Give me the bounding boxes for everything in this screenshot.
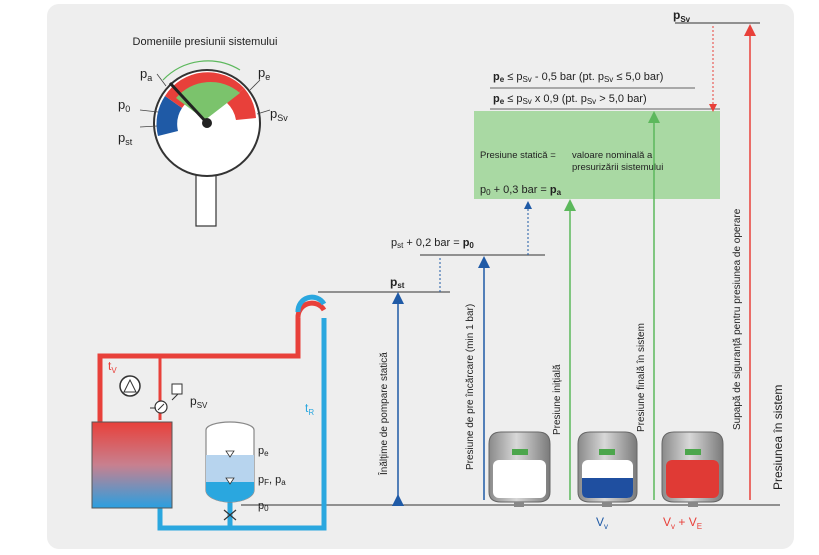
gauge-label-pst: pst — [118, 130, 133, 147]
label-safety-valve: Supapă de siguranță pentru presiunea de … — [732, 208, 743, 430]
gauge-green-sector — [176, 81, 240, 120]
pst-label: pst — [390, 275, 405, 290]
gauge-label-p0: p0 — [118, 97, 130, 114]
condition-1: pe ≤ pSv - 0,5 bar (pt. pSv ≤ 5,0 bar) — [493, 71, 663, 84]
tv-label: tV — [108, 359, 117, 375]
pressure-levels: pSv pe ≤ pSv - 0,5 bar (pt. pSv ≤ 5,0 ba… — [280, 8, 785, 506]
label-precharge: Presiune de pre încărcare (min 1 bar) — [465, 304, 476, 470]
gauge-title: Domeniile presiunii sistemului — [133, 36, 278, 48]
vessel-water — [206, 482, 254, 502]
p0-formula: pst + 0,2 bar = p0 — [391, 237, 474, 250]
vv-ve-label: Vv + VE — [663, 515, 702, 531]
static-pressure-value-1: valoare nominală a — [572, 150, 653, 161]
label-static-height: Înălțime de pompare statică — [377, 352, 390, 476]
static-pressure-box — [474, 111, 720, 199]
static-pressure-label: Presiune statică = — [480, 150, 556, 161]
label-system-pressure: Presiunea în sistem — [771, 385, 785, 490]
vessel-vv — [577, 431, 638, 507]
boiler — [91, 421, 173, 509]
vessel-states: Vv Vv + VE — [488, 431, 724, 531]
gauge-label-pe: pe — [258, 65, 270, 82]
pressure-gauge: Domeniile presiunii sistemului pa pe p0 … — [118, 36, 288, 227]
gauge-arc-red-2 — [227, 88, 256, 120]
static-pressure-value-2: presurizării sistemului — [572, 162, 663, 173]
psv-label: pSV — [190, 394, 208, 410]
vessel-pe-label: pe — [258, 445, 269, 458]
gauge-needle — [168, 81, 209, 125]
psv-top-label: pSv — [673, 8, 691, 24]
condition-2: pe ≤ pSv x 0,9 (pt. pSv > 5,0 bar) — [493, 93, 647, 106]
label-initial: Presiune inițială — [552, 364, 563, 435]
gauge-label-psv: pSv — [270, 106, 288, 123]
pa-formula: p0 + 0,3 bar = pa — [480, 184, 562, 197]
vessel-vv-ve — [661, 431, 724, 507]
tr-label: tR — [305, 401, 314, 417]
vessel-pf-pa-label: pF, pa — [258, 474, 286, 487]
gauge-hub — [202, 118, 212, 128]
gauge-green-arc — [162, 60, 241, 81]
gauge-label-pa: pa — [140, 66, 152, 83]
vessel-valve — [223, 509, 237, 521]
label-final: Presiune finală în sistem — [636, 323, 647, 432]
vessel-p0-label: p0 — [258, 500, 269, 513]
vessel-empty — [488, 431, 551, 507]
gauge-arc-blue — [156, 96, 182, 136]
safety-valve — [171, 383, 183, 395]
heating-system: tV tR pSV pe pF, pa p0 — [91, 294, 327, 531]
vv-label: Vv — [596, 515, 608, 531]
